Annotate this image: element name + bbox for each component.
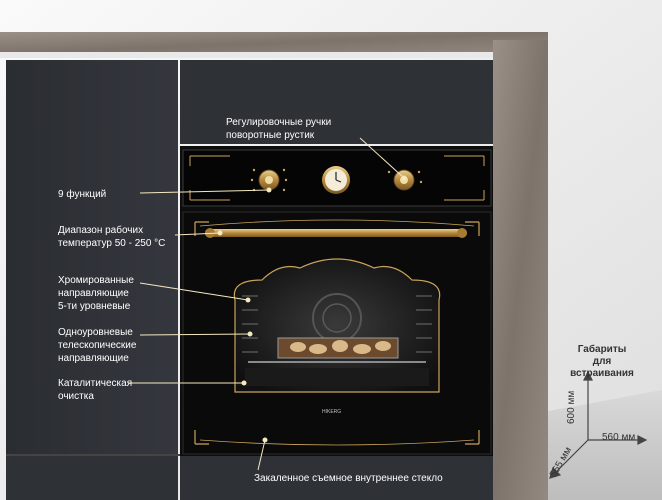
door-handle[interactable] — [205, 229, 467, 237]
dimensions-title: Габариты для встраивания — [570, 344, 634, 379]
callout-knobs: Регулировочные ручки поворотные рустик — [226, 117, 332, 141]
callout-telescopic: Одноуровневые телескопические направляющ… — [58, 327, 137, 364]
dimension-arrows — [549, 370, 648, 479]
panel-ornament — [189, 155, 485, 201]
handle-end-right — [457, 228, 467, 238]
door-top-trim — [199, 219, 475, 227]
callout-chrome-guides: Хромированные направляющие 5-ти уровневы… — [58, 275, 134, 312]
top-cabinet — [180, 60, 493, 144]
left-lower-cabinet — [6, 454, 178, 500]
callout-catalytic: Каталитическая очистка — [58, 378, 133, 402]
stone-column — [493, 40, 548, 500]
dimension-width: 560 мм — [602, 432, 636, 443]
door-ornament — [194, 221, 480, 445]
door-bottom-trim — [199, 439, 475, 446]
bottom-cabinet — [180, 456, 493, 500]
clock-hands — [335, 172, 342, 183]
callout-functions: 9 функций — [58, 189, 107, 200]
function-knob-cap — [265, 176, 273, 184]
left-cabinet — [6, 60, 178, 454]
oven-window — [233, 258, 441, 393]
callout-leaders — [128, 137, 407, 471]
chrome-rack-guides — [242, 295, 432, 353]
countertop-stone — [0, 32, 548, 54]
callout-temperature: Диапазон рабочих температур 50 - 250 °С — [58, 225, 166, 249]
convection-fan — [322, 303, 352, 333]
food-on-tray — [290, 340, 391, 354]
callout-glass: Закаленное съемное внутреннее стекло — [254, 473, 443, 484]
counter-edge — [0, 52, 493, 58]
brand-logo: HIKERG — [322, 409, 342, 415]
catalytic-panel — [245, 368, 429, 386]
dimension-height: 600 мм — [566, 390, 577, 424]
